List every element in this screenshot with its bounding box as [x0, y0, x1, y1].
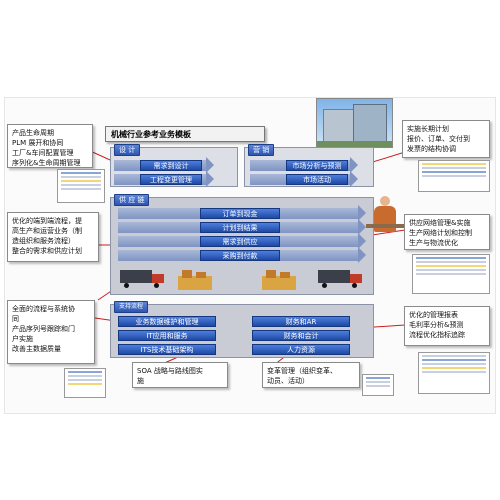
callout-line: 动员、活动） [267, 377, 309, 385]
planning-screenshot-thumbnail [418, 160, 490, 192]
supply-chain-tag: 供 应 链 [114, 194, 150, 206]
callout-line: 造组织和服务流程） [12, 237, 75, 245]
callout-line: 序列化&生命周期管理 [12, 159, 81, 167]
design-bar-engineering-change[interactable]: 工程变更管理 [140, 174, 202, 185]
callout-long-term-planning: 实施长期计划 报价、订单、交付到 发票的结构协调 [402, 120, 490, 158]
callout-line: 优化的管理报表 [409, 311, 458, 319]
callout-line: 生产与物流优化 [409, 239, 458, 247]
supply-bar-order-to-cash[interactable]: 订单到现金 [200, 208, 280, 219]
template-title: 机械行业参考业务模板 [105, 126, 265, 142]
callout-line: 实施长期计划 [407, 125, 449, 133]
support-bar-its-infrastructure[interactable]: ITS技术基础架构 [118, 344, 216, 355]
callout-line: 供应网络管理&实施 [409, 219, 471, 227]
lifecycle-screenshot-thumbnail [57, 169, 105, 203]
marketing-bar-market-analysis[interactable]: 市场分析与预测 [286, 160, 348, 171]
support-bar-data-maintenance[interactable]: 业务数据维护和管理 [118, 316, 216, 327]
callout-line: 改善主数据质量 [12, 345, 61, 353]
supply-bar-demand-to-supply[interactable]: 需求到供应 [200, 236, 280, 247]
callout-line: SOA 战略与路线图实 [137, 367, 203, 375]
warehouse-icon-2 [262, 268, 296, 290]
marketing-bar-market-activity[interactable]: 市场活动 [286, 174, 348, 185]
callout-line: 高生产和运营业务（制 [12, 227, 82, 235]
truck-icon [120, 268, 166, 288]
supply-bar-plan-to-result[interactable]: 计划到结果 [200, 222, 280, 233]
supply-network-screenshot-thumbnail [412, 254, 490, 294]
support-bar-it-services[interactable]: IT应用和服务 [118, 330, 216, 341]
callout-system-collaboration: 全面的流程与系统协 同 产品序列号跟踪和门 户实施 改善主数据质量 [7, 300, 95, 364]
reporting-screenshot-thumbnail [418, 352, 490, 394]
callout-line: 优化的端到端流程，提 [12, 217, 82, 225]
support-bar-finance-ar[interactable]: 财务和AR [252, 316, 350, 327]
supply-bar-procure-to-pay[interactable]: 采购到付款 [200, 250, 280, 261]
callout-line: 施 [137, 377, 144, 385]
change-screenshot-thumbnail [362, 374, 394, 396]
callout-line: 生产网络计划和控制 [409, 229, 472, 237]
support-bar-finance-accounting[interactable]: 财务和会计 [252, 330, 350, 341]
callout-line: PLM 展开和协同 [12, 139, 64, 147]
callout-line: 整合的需求和供应计划 [12, 247, 82, 255]
callout-product-lifecycle: 产品生命周期 PLM 展开和协同 工厂&车间配置管理 序列化&生命周期管理 [7, 124, 93, 168]
callout-line: 同 [12, 315, 19, 323]
callout-line: 发票的结构协调 [407, 145, 456, 153]
callout-line: 报价、订单、交付到 [407, 135, 470, 143]
design-bar-requirements-to-design[interactable]: 需求到设计 [140, 160, 202, 171]
truck-icon-2 [318, 268, 364, 288]
callout-supply-network: 供应网络管理&实施 生产网络计划和控制 生产与物流优化 [404, 214, 490, 250]
callout-management-reporting: 优化的管理报表 毛利率分析&预测 流程优化指标追踪 [404, 306, 490, 346]
callout-line: 产品序列号跟踪和门 [12, 325, 75, 333]
callout-line: 毛利率分析&预测 [409, 321, 464, 329]
callout-change-management: 变革管理（组织变革、 动员、活动） [262, 362, 360, 388]
design-tag: 设 计 [114, 144, 141, 156]
office-building-image [316, 98, 393, 148]
callout-line: 户实施 [12, 335, 33, 343]
callout-soa-strategy: SOA 战略与路线图实 施 [132, 362, 228, 388]
callout-line: 流程优化指标追踪 [409, 331, 465, 339]
support-bar-human-resources[interactable]: 人力资源 [252, 344, 350, 355]
collaboration-screenshot-thumbnail [64, 368, 106, 398]
callout-line: 变革管理（组织变革、 [267, 367, 337, 375]
callout-line: 全面的流程与系统协 [12, 305, 75, 313]
people-illustration [366, 196, 406, 238]
callout-line: 产品生命周期 [12, 129, 54, 137]
marketing-tag: 营 销 [248, 144, 275, 156]
callout-process-optimization: 优化的端到端流程，提 高生产和运营业务（制 造组织和服务流程） 整合的需求和供应… [7, 212, 99, 262]
callout-line: 工厂&车间配置管理 [12, 149, 74, 157]
support-tag: 支持流程 [114, 301, 149, 313]
warehouse-icon [178, 268, 212, 290]
